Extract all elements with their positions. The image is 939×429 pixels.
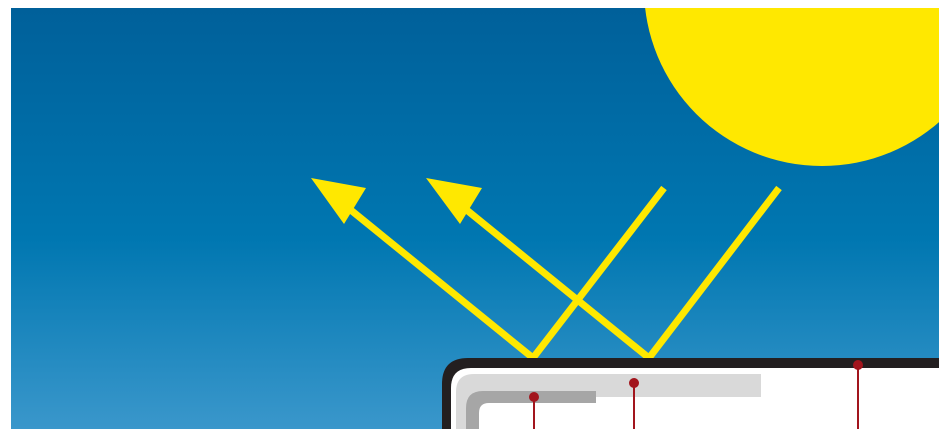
pointer-dot-coating bbox=[629, 378, 639, 388]
pointer-dot-inner-frame bbox=[529, 392, 539, 402]
pointer-dot-outer-frame bbox=[853, 360, 863, 370]
